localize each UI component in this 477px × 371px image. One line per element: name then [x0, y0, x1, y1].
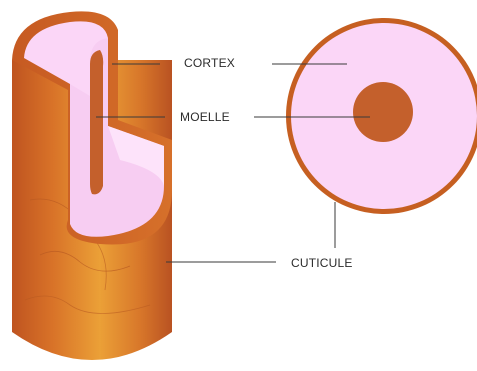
- cuticule-label: CUTICULE: [291, 256, 353, 270]
- cortex-label: CORTEX: [184, 56, 235, 70]
- medulla-strip: [90, 50, 103, 194]
- cross-section-medulla: [353, 82, 413, 142]
- moelle-label: MOELLE: [180, 110, 230, 124]
